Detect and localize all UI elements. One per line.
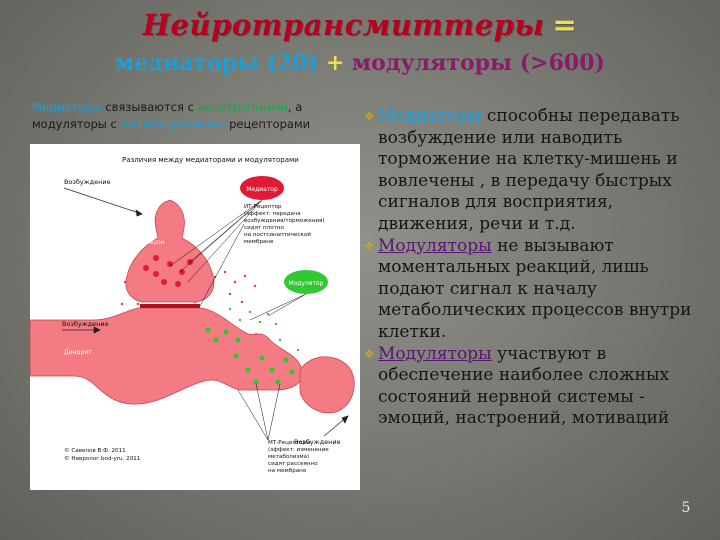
figure-copyright: © Савелов В.Ф. 2011 © Невролог.bod-yru. … — [64, 447, 141, 462]
mt-pointer-lines — [237, 383, 281, 441]
label-axon: Аксон — [146, 239, 165, 246]
it-label-line: (эффект: передача — [244, 211, 301, 217]
modulator-source — [284, 270, 328, 294]
mt-label-line: на мембране — [268, 468, 307, 474]
figure-caption: Медиаторы связываются с ионотропными, а … — [32, 99, 354, 133]
mediator-vesicles — [143, 255, 193, 287]
it-label-line: ИТ-Рецептор — [244, 204, 282, 210]
bullet-marker-icon: ❖ — [364, 238, 375, 253]
mediator-pointer-lines — [169, 199, 263, 283]
mt-receptor-label: МТ-Рецепторы (эффект: изменение метаболи… — [268, 440, 329, 474]
copyright-line: © Савелов В.Ф. 2011 — [64, 447, 126, 454]
slide-title: Нейротрансмиттеры= — [0, 8, 720, 42]
it-label-line: сидят плотно — [244, 225, 285, 231]
ionotropic-receptors — [140, 304, 200, 308]
bullet-text: не вызывают моментальных реакций, лишь п… — [378, 235, 692, 342]
synapse-svg: Медиатор Модулятор Различия между медиат… — [30, 156, 355, 474]
mt-label-line: метаболизма) — [268, 454, 309, 460]
label-excitation-top: Возбуждение — [64, 178, 111, 186]
bullet-marker-icon: ❖ — [364, 346, 375, 361]
label-excitation-bottom: Возбуждение — [294, 438, 341, 446]
synapse-diagram: Медиатор Модулятор Различия между медиат… — [30, 144, 360, 490]
label-dendrite: Дендрит — [64, 349, 92, 356]
figure-heading: Различия между медиаторами и модуляторам… — [122, 156, 299, 164]
bullet-text: способны передавать возбуждение или наво… — [378, 106, 680, 234]
bullet-text: участвуют в обеспечение наиболее сложных… — [378, 343, 670, 429]
it-receptor-label: ИТ-Рецептор (эффект: передача возбуждени… — [244, 204, 325, 245]
it-label-line: на постсинаптической — [244, 231, 311, 238]
bullet-keyword: Модуляторы — [378, 343, 492, 364]
caption-text-4: рецепторами — [225, 117, 311, 131]
caption-text-2: , а — [287, 100, 303, 114]
page-number: 5 — [681, 500, 691, 516]
mt-label-line: сидят рассеянно — [268, 461, 318, 467]
slide-subtitle: медиаторы (20) + модуляторы (>600) — [0, 50, 720, 76]
copyright-line: © Невролог.bod-yru. 2011 — [64, 455, 141, 462]
modulator-label: Модулятор — [289, 280, 324, 287]
bullet-keyword: Модуляторы — [378, 235, 492, 256]
mt-label-line: (эффект: изменение — [268, 447, 329, 453]
bullet-keyword: Медиаторы — [378, 106, 482, 126]
it-pointer-line — [199, 223, 245, 307]
presynaptic-terminal — [125, 199, 215, 303]
bullet-item: ❖Модуляторы участвуют в обеспечение наиб… — [364, 343, 696, 430]
caption-mediators: Медиаторы — [32, 100, 102, 114]
subtitle-mediators: медиаторы (20) — [115, 50, 319, 76]
target-cell-body — [299, 356, 355, 414]
title-equals: = — [552, 8, 578, 42]
metabotropic-receptors — [205, 327, 295, 385]
bullet-list: ❖Медиаторы способны передавать возбужден… — [364, 106, 696, 430]
title-text: Нейротрансмиттеры — [142, 8, 545, 42]
postsynaptic-dendrite — [30, 307, 304, 405]
label-excitation-mid: Возбуждение — [62, 320, 109, 328]
mediator-source — [240, 176, 284, 200]
mt-label-line: МТ-Рецепторы — [268, 440, 311, 446]
bullet-item: ❖Модуляторы не вызывают моментальных реа… — [364, 235, 696, 344]
mediator-label: Медиатор — [246, 186, 278, 193]
bullet-item: ❖Медиаторы способны передавать возбужден… — [364, 106, 696, 236]
subtitle-modulators: модуляторы (>600) — [352, 50, 605, 76]
it-label-line: мембране — [244, 239, 274, 245]
modulator-pointer-lines — [249, 293, 307, 321]
caption-ionotropic: ионотропными — [197, 100, 288, 114]
subtitle-plus: + — [325, 50, 345, 76]
caption-metabotropic: метаботропными — [120, 117, 226, 131]
it-label-line: возбуждения/торможения) — [244, 218, 325, 224]
bullet-marker-icon: ❖ — [364, 109, 375, 123]
caption-text-1: связываются с — [101, 100, 198, 114]
excitation-arrows — [62, 187, 349, 437]
caption-text-3: модуляторы с — [32, 117, 121, 131]
